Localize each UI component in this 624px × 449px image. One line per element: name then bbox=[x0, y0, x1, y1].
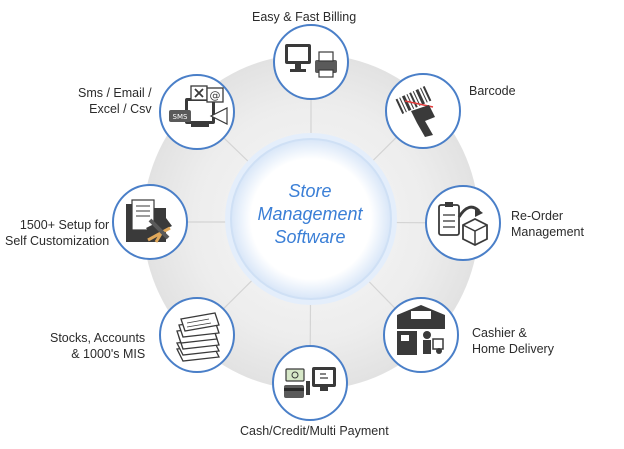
label-reorder-line1: Re-Order bbox=[511, 209, 564, 223]
label-setup: 1500+ Setup for Self Customization bbox=[5, 217, 109, 249]
label-sms-line2: Excel / Csv bbox=[89, 102, 152, 116]
label-cashier-line1: Cashier & bbox=[472, 326, 527, 340]
label-stocks: Stocks, Accounts & 1000's MIS bbox=[50, 330, 145, 362]
label-payment: Cash/Credit/Multi Payment bbox=[240, 424, 389, 438]
barcode-scanner-icon bbox=[395, 85, 435, 137]
label-stocks-line2: & 1000's MIS bbox=[71, 347, 146, 361]
label-billing: Easy & Fast Billing bbox=[252, 10, 357, 24]
monitor-printer-icon bbox=[285, 44, 337, 78]
label-reorder-line2: Management bbox=[511, 225, 584, 239]
node-reorder-circle bbox=[425, 185, 501, 261]
label-sms: Sms / Email / Excel / Csv bbox=[78, 85, 152, 117]
label-setup-line2: Self Customization bbox=[5, 234, 110, 248]
label-cashier-line2: Home Delivery bbox=[472, 342, 554, 356]
label-setup-line1: 1500+ Setup for bbox=[19, 218, 110, 232]
payment-terminal-icon bbox=[284, 367, 336, 398]
label-sms-line1: Sms / Email / bbox=[78, 86, 152, 100]
center-title: Store Management Software bbox=[220, 180, 400, 249]
center-title-line3: Software bbox=[274, 227, 346, 247]
sms-email-excel-icon: @ SMS bbox=[169, 85, 228, 127]
svg-text:@: @ bbox=[210, 89, 221, 102]
center-title-line1: Store bbox=[288, 181, 332, 201]
label-cashier: Cashier & Home Delivery bbox=[472, 325, 554, 357]
label-barcode: Barcode bbox=[469, 84, 516, 98]
label-stocks-line1: Stocks, Accounts bbox=[50, 331, 146, 345]
svg-text:SMS: SMS bbox=[173, 113, 188, 121]
cashier-delivery-icon bbox=[397, 305, 445, 355]
center-title-line2: Management bbox=[257, 204, 363, 224]
clipboard-box-icon bbox=[438, 202, 488, 247]
paper-stack-icon bbox=[176, 312, 220, 362]
folder-tools-icon bbox=[126, 199, 172, 243]
label-reorder: Re-Order Management bbox=[511, 208, 584, 240]
center-circle bbox=[230, 138, 392, 300]
